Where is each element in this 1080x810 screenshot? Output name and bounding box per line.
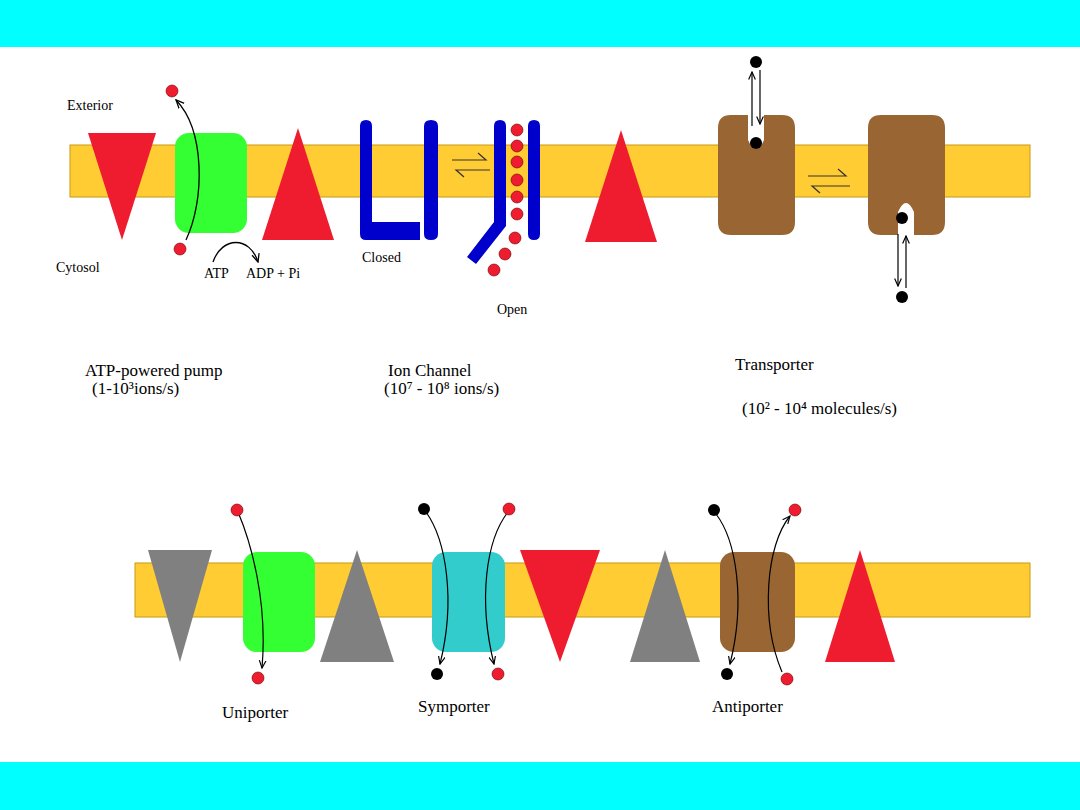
flux-arrow xyxy=(897,234,898,286)
flux-arrow xyxy=(759,70,760,124)
molecule xyxy=(750,137,762,149)
molecule xyxy=(896,291,908,303)
region-label: Cytosol xyxy=(56,260,100,275)
solute xyxy=(252,672,264,684)
channel-closed xyxy=(424,120,438,240)
molecule xyxy=(896,212,908,224)
equilibrium-arrow xyxy=(452,153,486,160)
solute xyxy=(418,503,430,515)
ions xyxy=(488,124,523,276)
flux-arrow xyxy=(751,72,752,126)
equilibrium-arrow xyxy=(808,169,846,176)
membrane-protein xyxy=(88,133,156,240)
pump-arrow xyxy=(176,100,199,240)
uniporter xyxy=(243,552,315,652)
channel-closed xyxy=(360,120,420,240)
rate-label: (10² - 10⁴ molecules/s) xyxy=(742,400,897,419)
antiporter xyxy=(720,552,795,652)
ion xyxy=(166,85,178,97)
equilibrium-arrow xyxy=(812,186,850,193)
top-band xyxy=(0,0,1080,47)
transport-arrow xyxy=(486,512,508,664)
solute xyxy=(492,668,504,680)
membrane-protein xyxy=(520,550,600,662)
solute xyxy=(721,668,733,680)
type-label: Transporter xyxy=(735,356,814,375)
state-label: Closed xyxy=(362,250,401,265)
bottom-band xyxy=(0,762,1080,810)
membrane-protein xyxy=(320,550,394,662)
transporter-inward xyxy=(868,115,945,235)
rate-label: (1-10³ions/s) xyxy=(92,380,179,399)
type-label: ATP-powered pump xyxy=(85,362,222,381)
membrane-protein xyxy=(825,550,895,662)
transporter-outward xyxy=(718,115,795,235)
atp-pump xyxy=(175,133,247,233)
transport-arrow xyxy=(426,512,448,664)
type-label: Antiporter xyxy=(712,698,783,717)
channel-open xyxy=(528,120,540,240)
ion xyxy=(174,243,186,255)
atp-hydrolysis-arrow xyxy=(213,243,258,263)
equilibrium-arrow xyxy=(456,170,490,177)
solute xyxy=(431,668,443,680)
transport-arrow xyxy=(768,516,790,672)
type-label: Uniporter xyxy=(222,704,288,723)
transport-arrow xyxy=(238,512,263,668)
molecule xyxy=(750,56,762,68)
channel-open xyxy=(467,120,506,264)
molecule-label: ATP xyxy=(204,266,229,281)
membrane-protein xyxy=(585,130,657,242)
state-label: Open xyxy=(497,302,527,317)
type-label: Symporter xyxy=(418,698,490,717)
region-label: Exterior xyxy=(67,98,113,113)
molecule-label: ADP + Pi xyxy=(246,266,300,281)
transport-arrow xyxy=(716,514,738,664)
membrane-protein xyxy=(148,550,212,662)
solute xyxy=(708,504,720,516)
rate-label: (10⁷ - 10⁸ ions/s) xyxy=(384,380,499,399)
solute xyxy=(231,504,243,516)
membrane-protein xyxy=(630,550,700,662)
solute xyxy=(781,673,793,685)
membrane-protein xyxy=(262,128,334,240)
type-label: Ion Channel xyxy=(388,362,472,381)
flux-arrow xyxy=(905,236,906,288)
solute xyxy=(503,503,515,515)
solute xyxy=(789,504,801,516)
symporter xyxy=(432,552,505,652)
